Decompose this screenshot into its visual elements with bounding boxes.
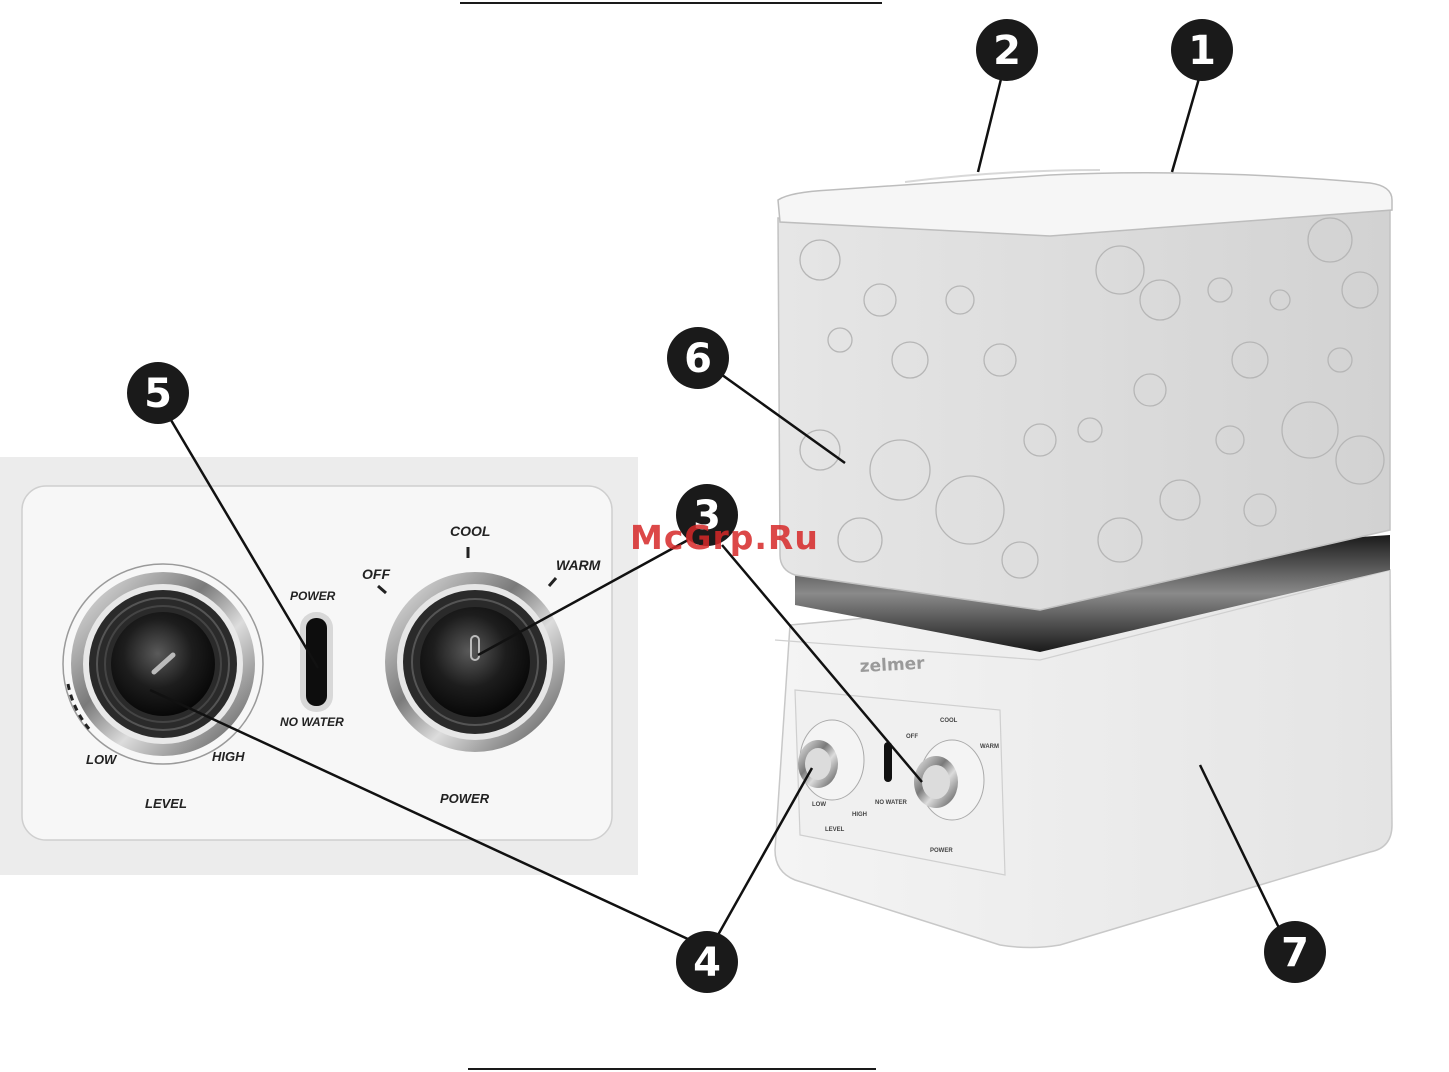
device-label-high: HIGH [852, 812, 867, 818]
label-level: LEVEL [145, 796, 187, 811]
label-low: LOW [86, 752, 118, 767]
label-warm: WARM [556, 557, 601, 573]
callout-1: 1 [1171, 19, 1233, 81]
callout-1-label: 1 [1188, 28, 1216, 74]
label-cool: COOL [450, 523, 490, 539]
device-label-cool: COOL [940, 718, 958, 724]
device-label-power: POWER [930, 848, 953, 854]
label-no-water: NO WATER [280, 715, 344, 729]
device-indicator-window [884, 742, 892, 782]
callout-4-label: 4 [693, 940, 721, 986]
power-indicator-window [300, 612, 333, 712]
callout-5: 5 [127, 362, 189, 424]
callout-5-label: 5 [144, 371, 172, 417]
label-high: HIGH [212, 749, 245, 764]
control-panel-closeup: COOL OFF WARM POWER NO WATER LOW HIGH LE… [0, 457, 638, 875]
callout-2-label: 2 [993, 28, 1021, 74]
leader-line-1 [1172, 75, 1200, 172]
callout-6: 6 [667, 327, 729, 389]
callout-2: 2 [976, 19, 1038, 81]
callout-7: 7 [1264, 921, 1326, 983]
device-label-no-water: NO WATER [875, 800, 908, 806]
callout-6-label: 6 [684, 336, 712, 382]
label-off: OFF [362, 566, 390, 582]
label-power-indicator: POWER [290, 589, 336, 603]
water-tank [778, 205, 1390, 610]
device-label-warm: WARM [980, 744, 999, 750]
brand-logo: zelmer [859, 654, 925, 677]
callout-7-label: 7 [1281, 930, 1309, 976]
label-power: POWER [440, 791, 490, 806]
device-label-low: LOW [812, 802, 826, 808]
callout-4: 4 [676, 931, 738, 993]
device-label-off: OFF [906, 734, 918, 740]
humidifier-device: zelmer COOL OFF WARM NO WATER LOW HIGH L… [775, 170, 1392, 948]
watermark-text: McGrp.Ru [630, 518, 819, 557]
device-label-level: LEVEL [825, 827, 845, 833]
leader-line-2 [978, 75, 1002, 172]
